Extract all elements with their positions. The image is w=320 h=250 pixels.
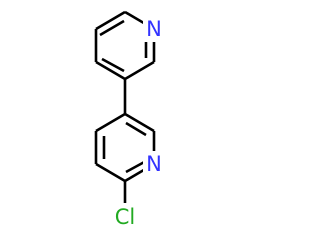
bond-top-3-inner: [101, 57, 125, 73]
bond-top-4: [124, 60, 155, 81]
atom-chlorine: Cl: [108, 203, 142, 230]
bond-bottom-3: [95, 162, 126, 183]
chemical-structure: N N Cl: [94, 10, 165, 230]
nitrogen-label-top: N: [146, 17, 162, 41]
bond-top-1: [95, 10, 126, 31]
bond-top-1-inner: [99, 19, 125, 37]
bond-bottom-6: [124, 112, 155, 133]
bond-bottom-1: [95, 112, 126, 133]
top-pyridine-ring: [94, 10, 156, 81]
nitrogen-label-bottom: N: [146, 152, 162, 176]
bond-top-3: [95, 60, 126, 81]
bottom-pyridine-ring: [94, 112, 156, 183]
atom-nitrogen-bottom: N: [143, 151, 165, 177]
atom-nitrogen-top: N: [143, 16, 165, 42]
chlorine-label: Cl: [115, 205, 136, 229]
bond-bottom-6-inner: [125, 121, 147, 137]
